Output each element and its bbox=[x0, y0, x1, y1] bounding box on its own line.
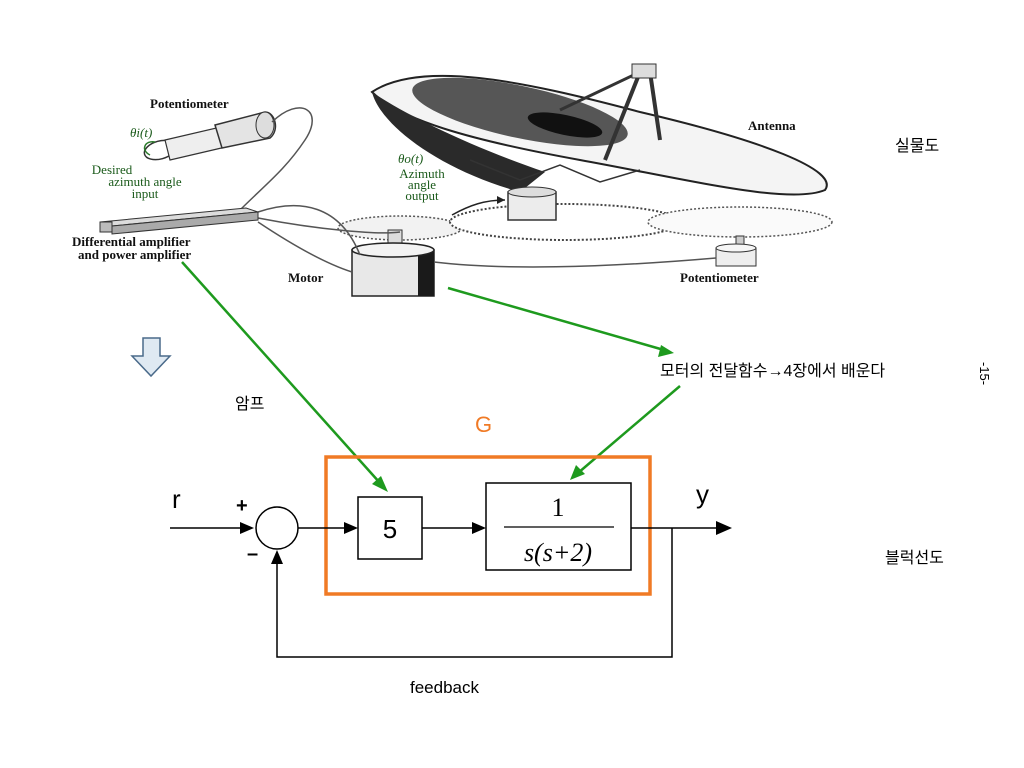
label-antenna: Antenna bbox=[748, 118, 796, 133]
amp-label: 암프 bbox=[235, 395, 264, 413]
potentiometer-bottom-drawing bbox=[715, 235, 757, 267]
block-diagram-text: r + – 5 1 s(s+2) y feedback G bbox=[172, 412, 709, 697]
antenna-dish bbox=[370, 63, 828, 221]
feedback-label: feedback bbox=[410, 678, 479, 697]
minus-sign: – bbox=[247, 543, 258, 565]
summing-junction bbox=[255, 506, 299, 550]
wires bbox=[239, 107, 717, 273]
page-number: -15- bbox=[977, 362, 992, 385]
potentiometer-top-drawing bbox=[143, 111, 277, 161]
tf-numerator: 1 bbox=[552, 493, 565, 522]
label-theta-i: θi(t) bbox=[130, 125, 152, 140]
label-power-amplifier: and power amplifier bbox=[78, 247, 191, 262]
G-box bbox=[324, 455, 652, 596]
G-label: G bbox=[475, 412, 492, 437]
label-potentiometer-bottom: Potentiometer bbox=[680, 270, 759, 285]
label-output: output bbox=[405, 188, 439, 203]
amplifier-box bbox=[99, 207, 259, 235]
label-input: input bbox=[132, 186, 159, 201]
motor-tf-note: 모터의 전달함수→4장에서 배운다 bbox=[660, 362, 885, 380]
label-azimuth: Azimuth bbox=[399, 166, 445, 181]
block-diagram bbox=[170, 455, 732, 658]
label-motor: Motor bbox=[288, 270, 324, 285]
tf-denominator: s(s+2) bbox=[524, 538, 592, 567]
annotation-arrows bbox=[181, 261, 681, 492]
tf-pointer-arrow bbox=[577, 385, 681, 474]
gain-value: 5 bbox=[383, 514, 397, 544]
output-label-y: y bbox=[696, 479, 709, 509]
gain-block bbox=[357, 496, 423, 560]
label-desired: Desired bbox=[92, 162, 133, 177]
label-potentiometer-top: Potentiometer bbox=[150, 96, 229, 111]
amp-pointer-arrow bbox=[181, 261, 381, 484]
gear-train bbox=[337, 203, 833, 241]
down-arrow-icon bbox=[130, 337, 172, 378]
physical-system-photo: Potentiometer θi(t) Desired azimuth angl… bbox=[72, 63, 833, 297]
physical-diagram-label: 실물도 bbox=[895, 137, 939, 155]
input-label-r: r bbox=[172, 484, 181, 514]
motor-pointer-arrow bbox=[447, 286, 665, 352]
label-azimuth-angle-input: azimuth angle bbox=[108, 174, 182, 189]
label-theta-o: θo(t) bbox=[398, 151, 423, 166]
motor-drawing bbox=[351, 229, 435, 297]
block-diagram-label: 블럭선도 bbox=[885, 549, 944, 567]
feedback-path bbox=[276, 528, 673, 658]
label-differential-amplifier: Differential amplifier bbox=[72, 234, 191, 249]
label-angle: angle bbox=[408, 177, 436, 192]
plus-sign: + bbox=[236, 495, 248, 517]
